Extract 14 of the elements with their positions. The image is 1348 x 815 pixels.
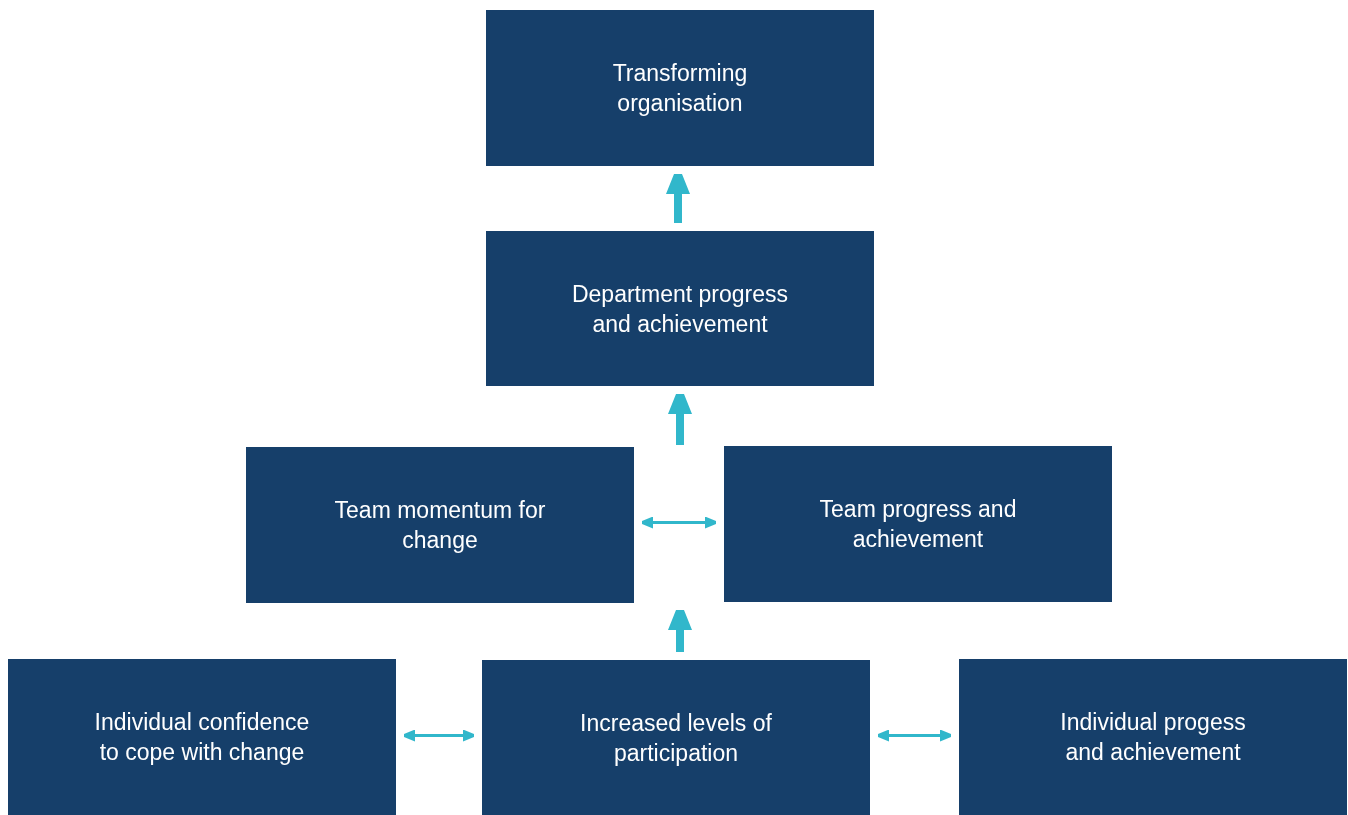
box-label: Transforming organisation <box>611 59 749 118</box>
process-box <box>486 231 874 386</box>
box-label: Increased levels of participation <box>579 708 773 768</box>
box-label: Team momentum for change <box>333 496 547 555</box>
box-label: Team progress and achievement <box>818 495 1018 554</box>
box-label: Individual confidence to cope with change <box>93 708 311 767</box>
process-box <box>8 659 396 815</box>
process-box <box>724 446 1112 602</box>
process-box <box>486 10 874 166</box>
box-label: Individual progess and achievement <box>1059 708 1247 767</box>
process-box <box>482 660 870 815</box>
process-box <box>246 447 634 603</box>
box-label: Department progress and achievement <box>570 279 789 339</box>
process-box <box>959 659 1347 815</box>
